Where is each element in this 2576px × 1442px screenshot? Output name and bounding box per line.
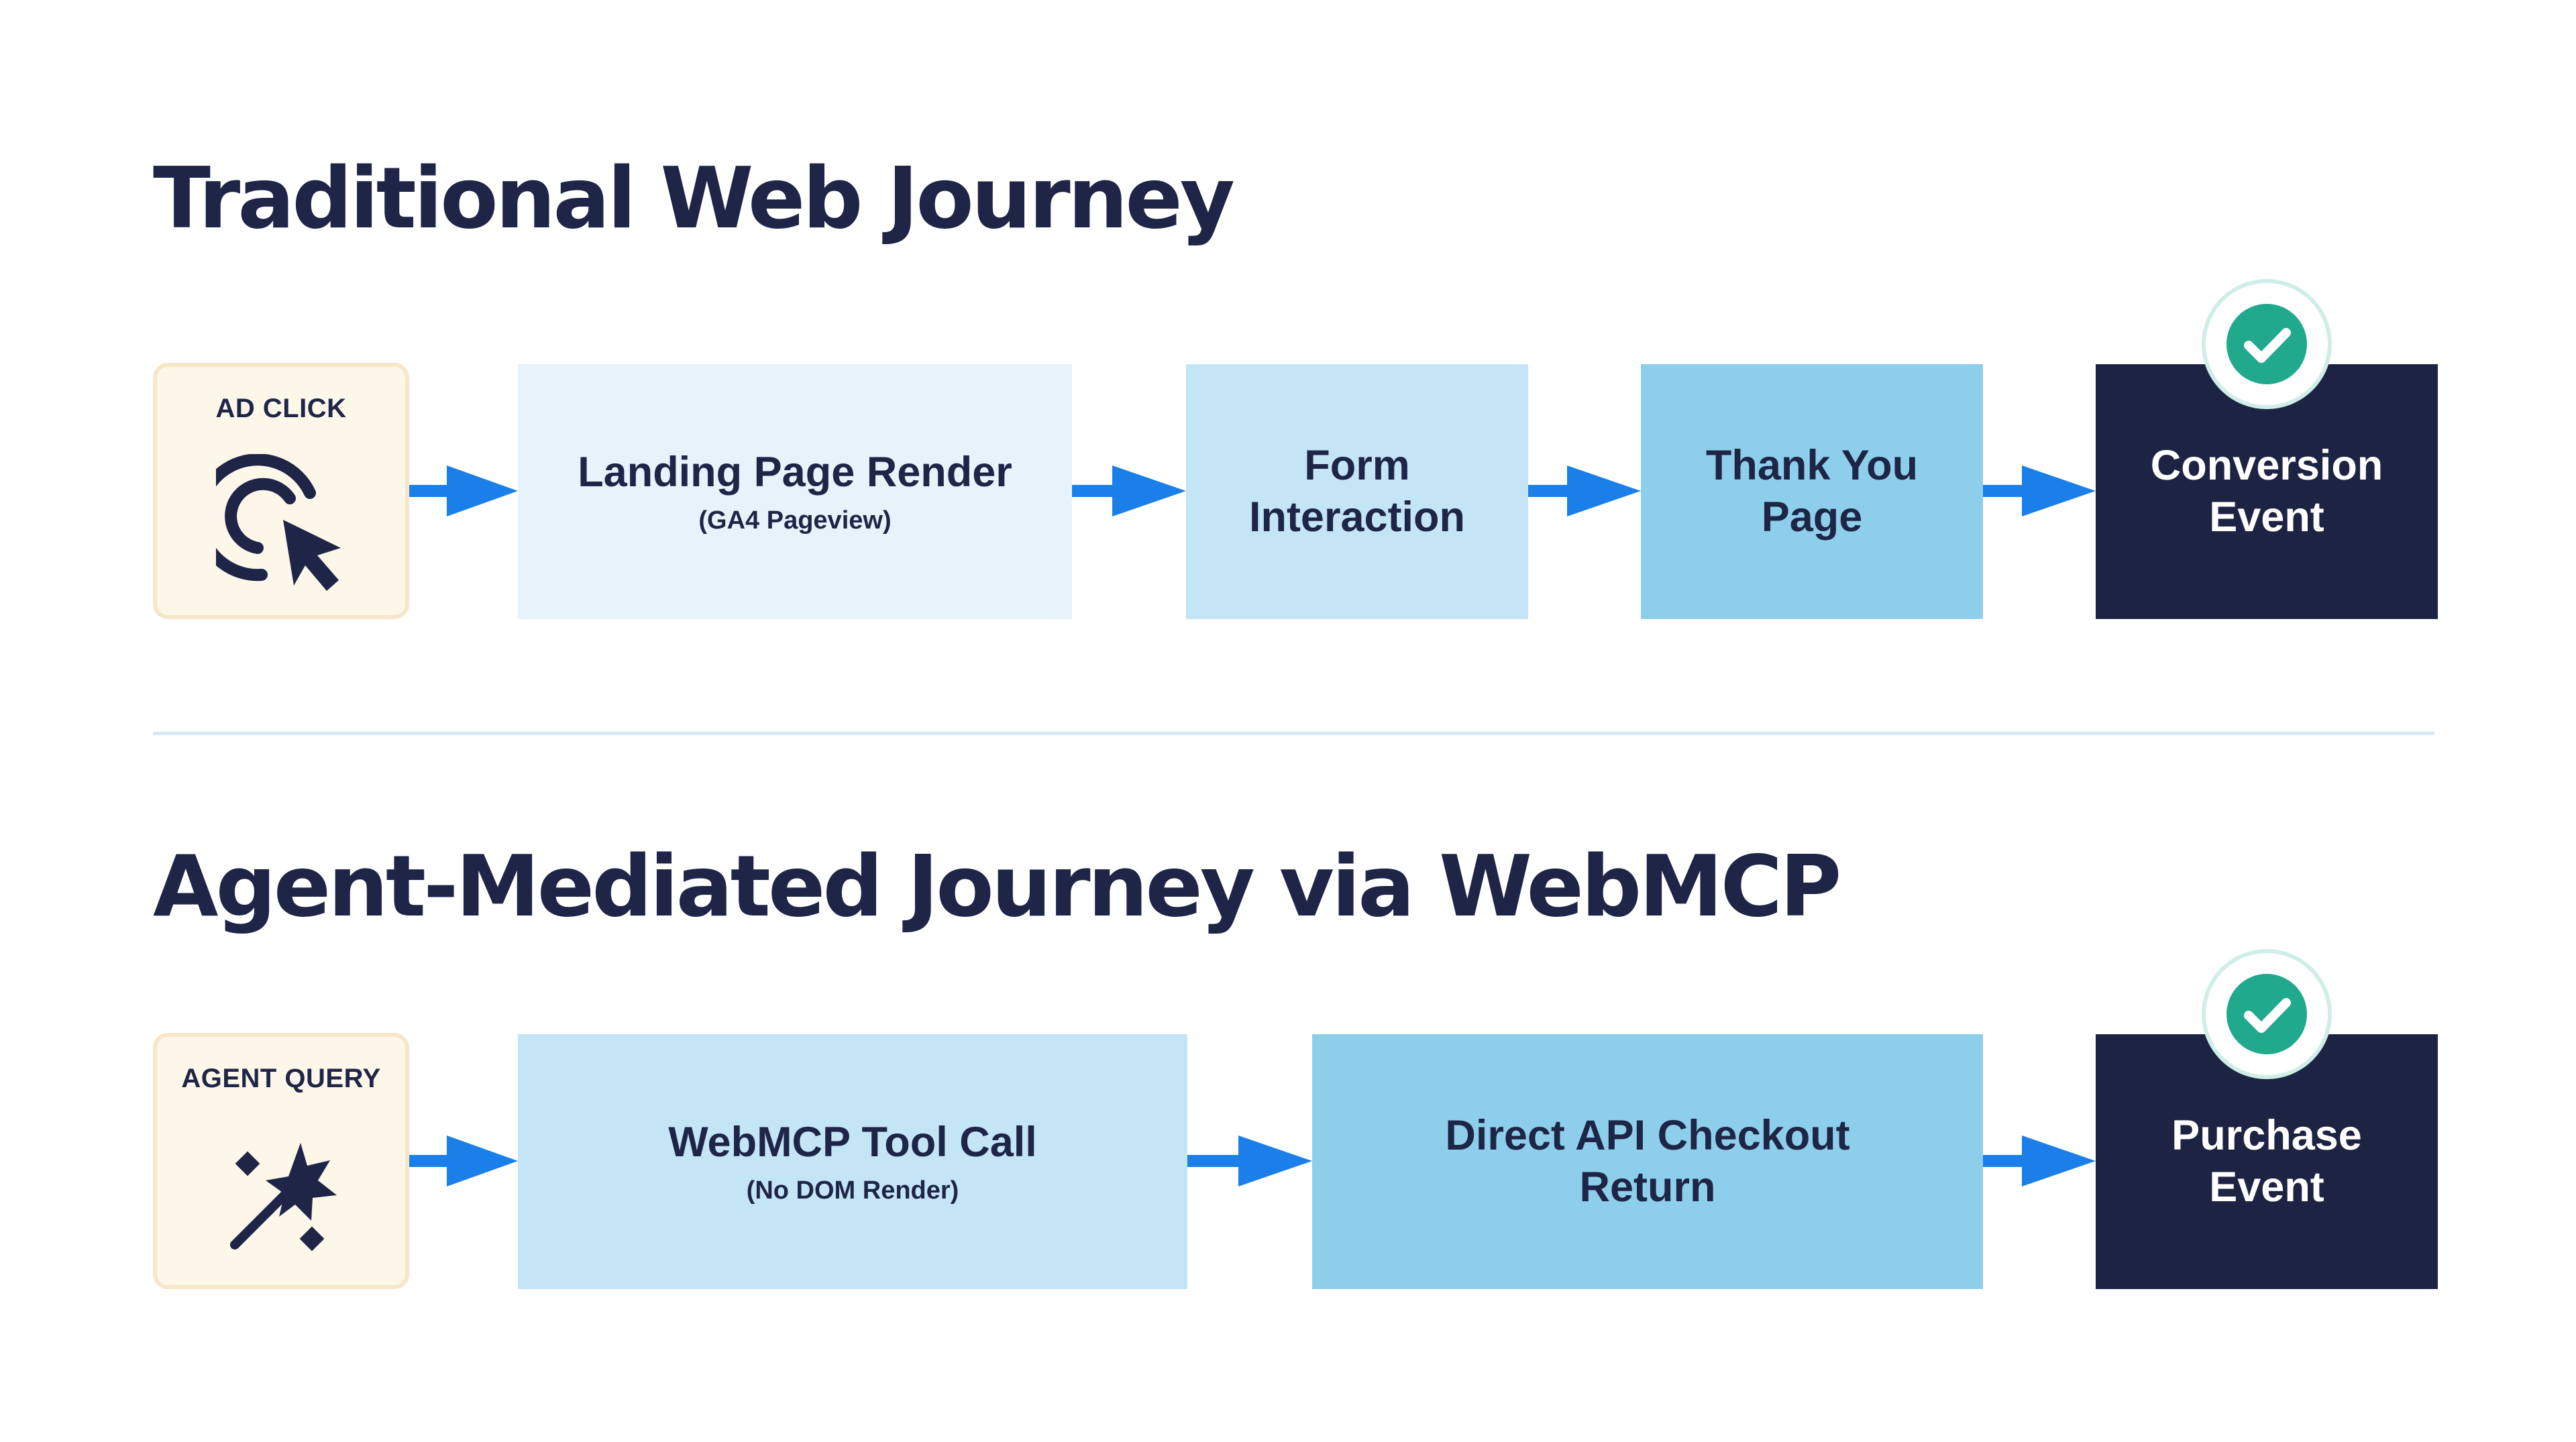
step-label: Conversion Event — [2150, 442, 2383, 541]
step-direct-api-checkout-return: Direct API Checkout Return — [1312, 1034, 1983, 1289]
ad-click-start-box: AD CLICK — [153, 363, 409, 619]
step-label: Form Interaction — [1248, 442, 1466, 541]
arrow-1-1 — [409, 465, 518, 516]
cursor-click-icon — [216, 454, 341, 591]
section-title-agent-mediated: Agent-Mediated Journey via WebMCP — [153, 837, 1841, 936]
step-label: Direct API Checkout Return — [1445, 1112, 1850, 1211]
step-webmcp-tool-call: WebMCP Tool Call (No DOM Render) — [518, 1034, 1187, 1289]
arrow-1-2 — [1072, 465, 1186, 516]
step-sublabel: (GA4 Pageview) — [698, 506, 892, 535]
step-label: Purchase Event — [2171, 1112, 2362, 1211]
agent-query-start-box: AGENT QUERY — [153, 1033, 409, 1289]
step-label: WebMCP Tool Call — [668, 1118, 1037, 1166]
section-title-traditional: Traditional Web Journey — [153, 149, 1235, 247]
arrow-2-1 — [409, 1135, 518, 1186]
arrow-1-4 — [1983, 465, 2096, 516]
section-divider — [153, 732, 2434, 735]
magic-wand-icon — [230, 1143, 337, 1252]
step-sublabel: (No DOM Render) — [746, 1176, 959, 1205]
arrow-2-3 — [1983, 1135, 2096, 1186]
step-label: Thank You Page — [1705, 442, 1919, 541]
step-form-interaction: Form Interaction — [1186, 364, 1528, 619]
step-thank-you-page: Thank You Page — [1641, 364, 1983, 619]
step-landing-page-render: Landing Page Render (GA4 Pageview) — [518, 364, 1072, 619]
step-label: Landing Page Render — [578, 448, 1012, 496]
arrow-1-3 — [1528, 465, 1641, 516]
check-icon — [2202, 949, 2332, 1079]
arrow-2-2 — [1187, 1135, 1312, 1186]
ad-click-label: AD CLICK — [215, 394, 347, 423]
agent-query-label: AGENT QUERY — [181, 1064, 381, 1093]
check-icon — [2202, 279, 2332, 409]
